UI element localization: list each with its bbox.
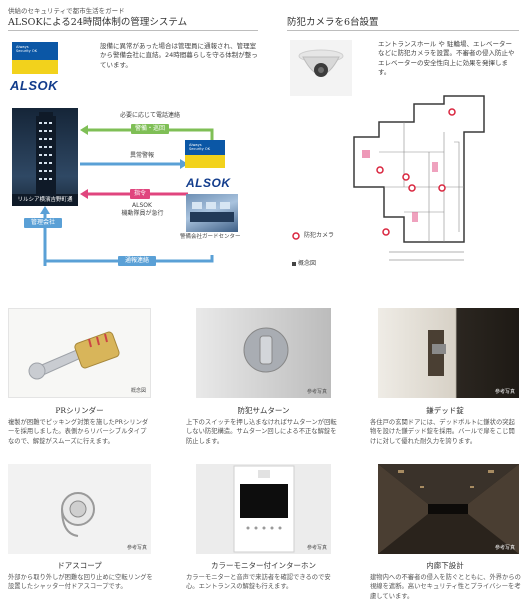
security-camera-icon [298, 49, 344, 77]
feature-photo-pr-cylinder: 概念図 [8, 308, 151, 398]
feature-tag-1: 参考写真 [306, 389, 327, 395]
building-label: リルシア横濱吉野町通 [12, 194, 78, 206]
feature-desc-1: 上下のスイッチを押し込まなければサムターンが回転しない防犯構造。サムターン回しに… [186, 419, 337, 445]
feature-photo-deadbolt: 参考写真 [378, 308, 519, 398]
alsok-logo-brand: ALSOK [10, 78, 58, 93]
feature-tag-3: 参考写真 [126, 545, 147, 551]
thumb-turn-icon [243, 327, 289, 373]
guard-center-label: 警備会社ガードセンター [180, 234, 241, 240]
feature-tag-4: 参考写真 [306, 545, 327, 551]
arrow-blue-bottom [44, 255, 214, 263]
feature-photo-thumb-turn: 参考写真 [196, 308, 331, 398]
floor-plan [353, 95, 485, 261]
left-header-subtitle: 供給のセキュリティで都市生活をガード [8, 7, 125, 15]
feature-desc-0: 複製が困難でピッキング対策を施したPRシリンダーを採用しました。表側からリバーシ… [8, 419, 149, 445]
deadbolt-icon [428, 330, 446, 376]
camera-text: エントランスホール や 駐輪場、エレベーターなどに防犯カメラを設置。不審者の侵入… [378, 40, 515, 77]
label-dispatch-1: ALSOK [132, 202, 152, 209]
camera-legend-icon [292, 232, 300, 240]
building-illustration [36, 112, 56, 194]
badge-contact: 通報連絡 [118, 256, 156, 266]
door-scope-icon [61, 492, 95, 537]
feature-title-5: 内廊下設計 [426, 561, 464, 570]
feature-title-3: ドアスコープ [57, 561, 102, 570]
legend-note-square [292, 262, 296, 266]
feature-desc-3: 外部から取り外しが困難な回り止めに空転リングを設置したシャッター付ドアスコープで… [8, 574, 153, 591]
intercom-monitor-icon [233, 465, 295, 553]
feature-desc-2: 各住戸の玄関ドアには、デッドボルトに鎌状の突起物を設けた鎌デッド錠を採用。バール… [370, 419, 515, 445]
alsok-logo-small-text: Always Security OK [16, 45, 38, 54]
camera-photo [290, 40, 352, 96]
feature-photo-door-scope: 参考写真 [8, 464, 151, 554]
label-request: 必要に応じて電話連絡 [119, 112, 180, 119]
label-abnormal: 異常警報 [129, 152, 154, 159]
feature-photo-corridor: 参考写真 [378, 464, 519, 554]
badge-guard-patrol: 警備・巡回 [131, 124, 169, 134]
alsok-logo-mid: Always Security OK [185, 140, 225, 168]
left-header-divider [8, 30, 258, 31]
badge-management: 管理会社 [24, 218, 62, 228]
legend-camera-label: 防犯カメラ [304, 232, 335, 239]
alsok-logo-mid-brand: ALSOK [186, 176, 231, 190]
feature-tag-0: 概念図 [130, 388, 146, 394]
arrow-blue-mid [80, 159, 188, 169]
right-header-divider [287, 30, 519, 31]
feature-title-1: 防犯サムターン [237, 406, 290, 415]
guard-center-photo [186, 194, 238, 232]
right-header-title: 防犯カメラを6台設置 [287, 17, 379, 28]
alsok-intro-text: 設備に異常があった場合は管理員に通報され、管理室から警備会社に直結。24時間暮ら… [100, 42, 258, 69]
feature-tag-2: 参考写真 [494, 389, 515, 395]
alsok-logo: Always Security OK [12, 42, 58, 74]
corridor-illustration [378, 464, 519, 554]
arrow-green-top [80, 125, 214, 144]
badge-command: 指令 [130, 189, 150, 199]
label-dispatch-2: 機動隊員が急行 [121, 210, 164, 217]
left-header-title: ALSOKによる24時間体制の管理システム [8, 17, 188, 28]
legend-note-label: 概念図 [298, 260, 317, 267]
feature-tag-5: 参考写真 [494, 545, 515, 551]
feature-desc-4: カラーモニターと音声で来訪者を確認できるので安心。エントランスの解錠も行えます。 [186, 574, 331, 591]
feature-title-2: 鎌デッド錠 [426, 406, 464, 415]
key-cylinder-icon [28, 331, 120, 380]
feature-desc-5: 建物内への不審者の侵入を防ぐとともに、外界からの視線を遮断。高いセキュリティ性と… [370, 574, 521, 600]
feature-title-4: カラーモニター付インターホン [211, 561, 316, 570]
building-photo: リルシア横濱吉野町通 [12, 108, 78, 206]
feature-title-0: PRシリンダー [55, 406, 104, 415]
feature-photo-intercom: 参考写真 [196, 464, 331, 554]
